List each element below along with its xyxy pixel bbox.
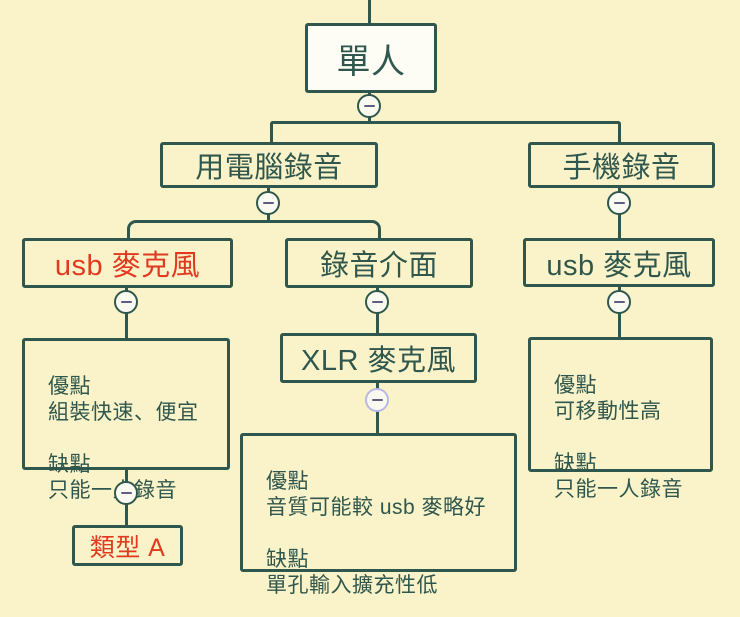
node-root[interactable]: 單人 [305, 23, 437, 93]
node-usb-mic-right[interactable]: usb 麥克風 [523, 238, 715, 287]
collapse-button-interface[interactable] [365, 290, 389, 314]
node-phone-label: 手機錄音 [562, 152, 681, 184]
collapse-button-phone[interactable] [607, 191, 631, 215]
node-usb-right-label: usb 麥克風 [546, 249, 692, 282]
minus-icon [613, 201, 625, 205]
collapse-button-xlr[interactable] [365, 388, 389, 412]
collapse-button-detail-left[interactable] [114, 481, 138, 505]
node-pros-cons-usb-left[interactable]: 優點 組裝快速、便宜 缺點 只能一人錄音 [22, 338, 230, 502]
minus-icon [613, 300, 625, 304]
collapse-button-root[interactable] [357, 94, 381, 118]
node-computer-recording[interactable]: 用電腦錄音 [160, 142, 378, 188]
node-xlr-mic[interactable]: XLR 麥克風 [280, 333, 477, 383]
node-recording-interface[interactable]: 錄音介面 [285, 238, 473, 288]
collapse-button-computer[interactable] [256, 191, 280, 215]
minus-icon [363, 104, 375, 108]
node-type-a[interactable]: 類型 A [72, 525, 183, 566]
detail-mid-text: 優點 音質可能較 usb 麥略好 缺點 單孔輸入擴充性低 [266, 470, 487, 597]
node-phone-recording[interactable]: 手機錄音 [528, 142, 715, 188]
collapse-button-usb-left[interactable] [114, 290, 138, 314]
node-usb-mic-left[interactable]: usb 麥克風 [22, 238, 233, 288]
node-usb-left-label: usb 麥克風 [54, 250, 201, 282]
minus-icon [371, 398, 383, 402]
node-root-label: 單人 [336, 42, 406, 81]
minus-icon [262, 201, 274, 205]
minus-icon [120, 300, 132, 304]
minus-icon [120, 491, 132, 495]
detail-left-text: 優點 組裝快速、便宜 缺點 只能一人錄音 [48, 375, 199, 502]
node-pros-cons-xlr[interactable]: 優點 音質可能較 usb 麥略好 缺點 單孔輸入擴充性低 [240, 433, 517, 597]
node-computer-label: 用電腦錄音 [195, 152, 343, 184]
node-pros-cons-phone[interactable]: 優點 可移動性高 缺點 只能一人錄音 [528, 337, 713, 501]
detail-right-text: 優點 可移動性高 缺點 只能一人錄音 [554, 374, 683, 501]
connector-root-top [368, 0, 371, 25]
connector-bus-level1 [270, 121, 621, 145]
node-interface-label: 錄音介面 [319, 250, 438, 282]
node-type-a-label: 類型 A [89, 533, 166, 562]
minus-icon [371, 300, 383, 304]
collapse-button-usb-right[interactable] [607, 290, 631, 314]
node-xlr-label: XLR 麥克風 [301, 345, 456, 377]
connector-bus-level2 [127, 220, 381, 240]
